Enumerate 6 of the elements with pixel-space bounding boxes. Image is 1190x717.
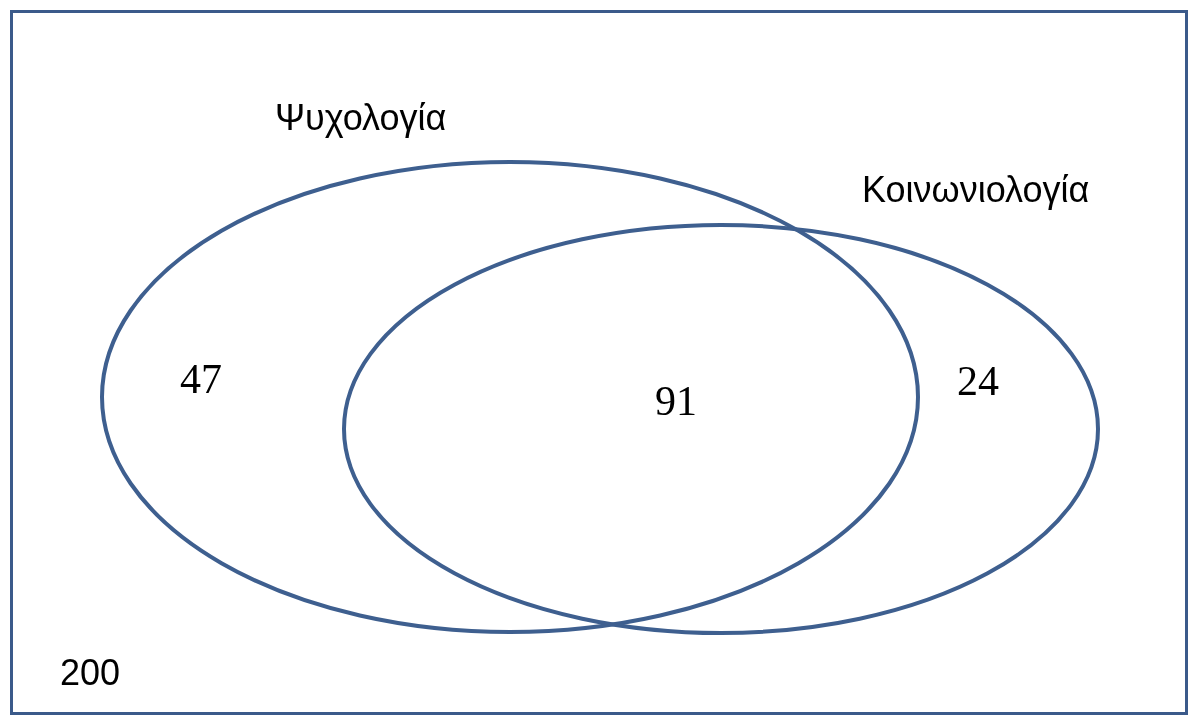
count-label: 91 [655, 380, 697, 422]
count-label: 47 [180, 358, 222, 400]
count-label: 200 [60, 655, 121, 691]
set-name: Κοινωνιολογία [862, 172, 1090, 208]
count-label: 24 [957, 360, 999, 402]
set-name: Ψυχολογία [275, 100, 447, 136]
